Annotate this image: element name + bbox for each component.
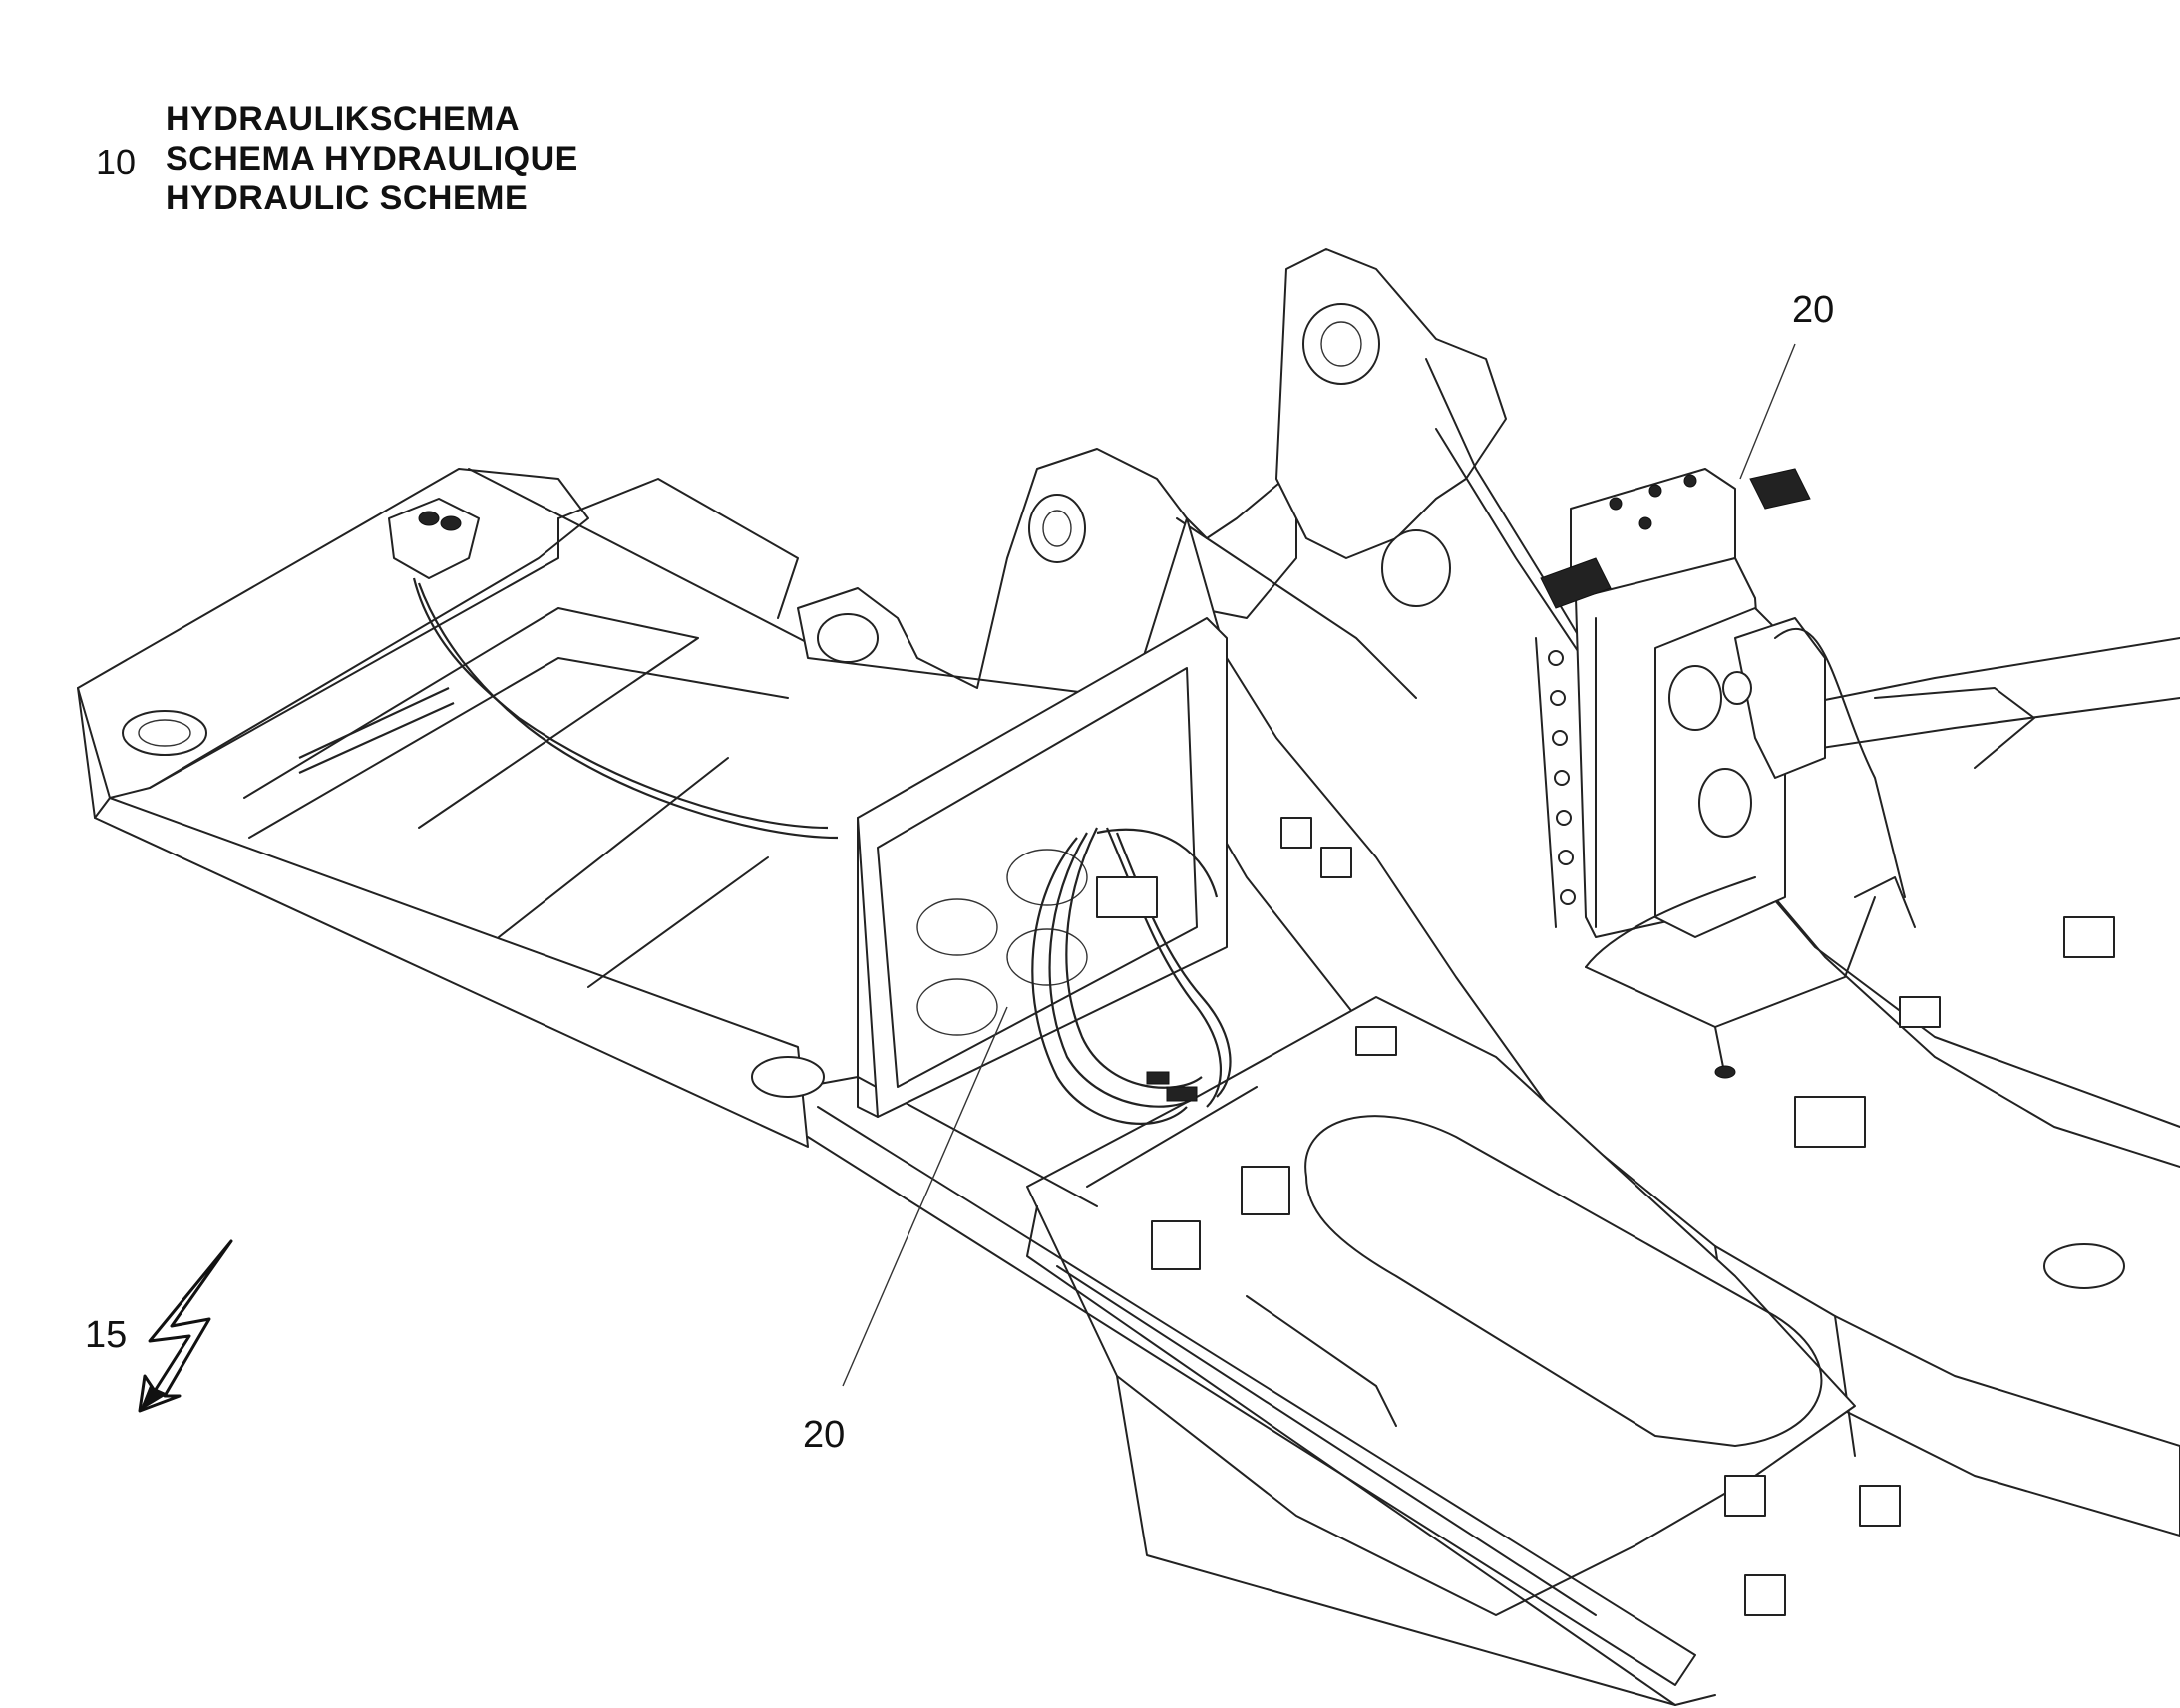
valve-fittings-column: [1548, 650, 1576, 905]
title-line-de: HYDRAULIKSCHEMA: [166, 100, 521, 138]
left-pedal-valve: [298, 498, 839, 840]
lightning-arrowhead: [140, 1386, 168, 1411]
center-frame: [857, 617, 1232, 1125]
callout-top-valve: 20: [1792, 289, 1835, 331]
main-valve-block: [1535, 468, 1916, 1079]
title-number: 10: [96, 142, 137, 182]
callout-electrical-ref: 15: [85, 1314, 128, 1356]
callout-bottom-hoses: 20: [803, 1414, 846, 1456]
leader-line-top: [1739, 343, 1796, 480]
floor-plate: [1026, 996, 1901, 1706]
title-line-fr: SCHEMA HYDRAULIQUE: [166, 140, 578, 177]
lightning-arrow-icon: [138, 1239, 233, 1413]
frame-brackets: [751, 817, 2125, 1289]
title-line-en: HYDRAULIC SCHEME: [166, 179, 529, 217]
leader-line-bottom: [842, 1006, 1008, 1387]
